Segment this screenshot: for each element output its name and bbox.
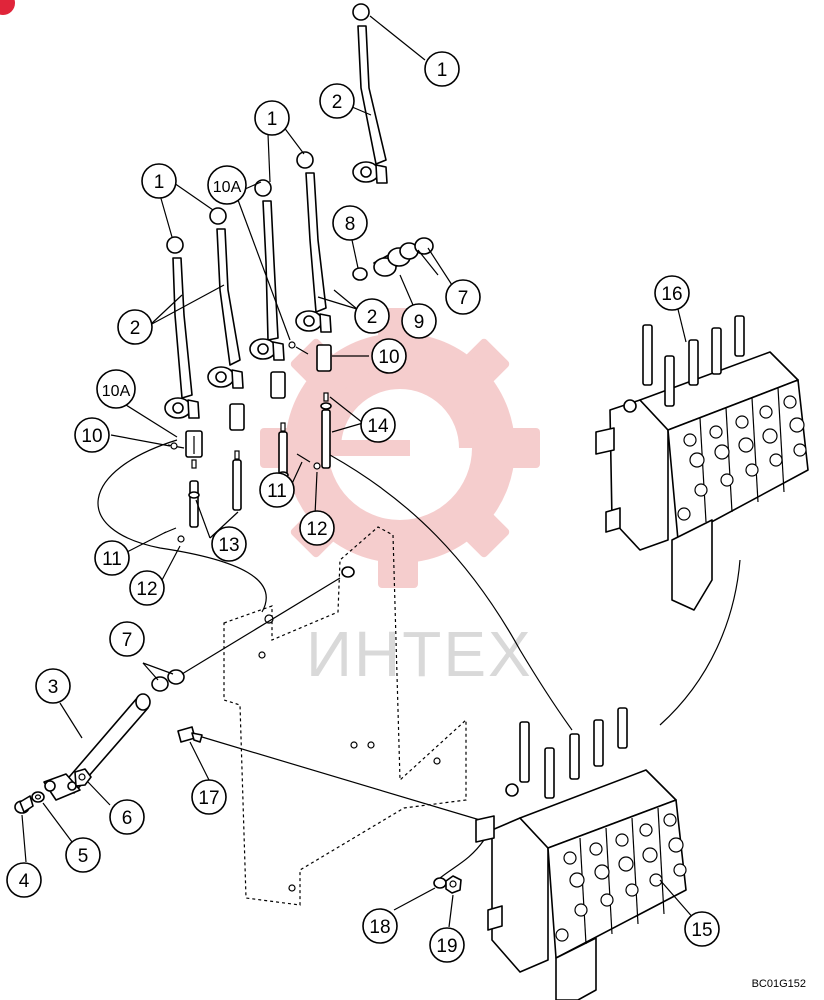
pivot-bushing xyxy=(373,247,411,277)
pivot-shaft xyxy=(43,693,151,801)
svg-text:10A: 10A xyxy=(102,383,131,400)
callout-10a-top: 10A xyxy=(207,165,247,205)
bolt-4 xyxy=(14,795,34,814)
control-valve-15 xyxy=(475,707,687,1000)
callout-16: 16 xyxy=(654,275,690,311)
svg-text:11: 11 xyxy=(102,549,122,570)
callout-2b: 2 xyxy=(117,309,153,345)
svg-text:18: 18 xyxy=(369,917,390,938)
callout-15: 15 xyxy=(684,911,720,947)
drawing-code: BC01G152 xyxy=(752,978,806,990)
svg-text:7: 7 xyxy=(458,288,469,309)
watermark-text: ИНТЕХ xyxy=(306,618,533,690)
svg-text:12: 12 xyxy=(306,519,327,540)
callout-10-left: 10 xyxy=(74,417,110,453)
callout-2a: 2 xyxy=(319,83,355,119)
callout-1a: 1 xyxy=(424,51,460,87)
callout-4: 4 xyxy=(6,862,42,898)
svg-text:2: 2 xyxy=(130,318,141,339)
callout-7a: 7 xyxy=(445,279,481,315)
svg-text:4: 4 xyxy=(19,871,30,892)
callout-1b: 1 xyxy=(254,100,290,136)
svg-text:9: 9 xyxy=(414,312,425,333)
callout-10-right: 10 xyxy=(371,338,407,374)
callout-19: 19 xyxy=(429,927,465,963)
callout-18: 18 xyxy=(362,908,398,944)
routing-line-left xyxy=(97,439,267,613)
svg-text:10: 10 xyxy=(378,347,399,368)
svg-text:19: 19 xyxy=(436,936,457,957)
washer-18 xyxy=(433,877,447,889)
svg-text:1: 1 xyxy=(437,60,448,81)
washer-7c xyxy=(151,676,169,692)
callout-11b: 11 xyxy=(94,540,130,576)
callout-12a: 12 xyxy=(299,510,335,546)
svg-text:15: 15 xyxy=(691,920,712,941)
nut-6 xyxy=(74,768,92,787)
callout-5: 5 xyxy=(65,837,101,873)
watermark-gear-icon xyxy=(260,308,540,588)
svg-text:7: 7 xyxy=(122,630,133,651)
nut-19 xyxy=(445,875,462,894)
shaft-axis xyxy=(181,577,341,675)
control-lever-4 xyxy=(295,151,332,333)
callout-9: 9 xyxy=(401,303,437,339)
washer-8 xyxy=(352,267,368,281)
svg-text:10A: 10A xyxy=(213,179,242,196)
svg-text:2: 2 xyxy=(332,92,343,113)
washer-5-inner xyxy=(34,794,42,800)
clevis-group-left xyxy=(163,403,245,543)
svg-text:1: 1 xyxy=(267,109,278,130)
callout-17: 17 xyxy=(191,779,227,815)
callout-6: 6 xyxy=(109,799,145,835)
svg-text:6: 6 xyxy=(122,808,133,829)
svg-text:16: 16 xyxy=(661,284,682,305)
callout-13: 13 xyxy=(211,526,247,562)
callout-10a-left: 10A xyxy=(96,369,136,409)
washer-7d xyxy=(167,669,185,685)
control-lever-top xyxy=(352,3,388,184)
svg-text:13: 13 xyxy=(218,535,239,556)
callout-12b: 12 xyxy=(129,570,165,606)
svg-text:1: 1 xyxy=(154,172,165,193)
callout-7b: 7 xyxy=(109,621,145,657)
svg-text:8: 8 xyxy=(345,214,356,235)
svg-text:17: 17 xyxy=(198,788,219,809)
routing-line-right xyxy=(659,559,741,726)
callout-11a: 11 xyxy=(259,472,295,508)
control-valve-16 xyxy=(595,315,809,611)
svg-text:14: 14 xyxy=(367,416,389,437)
control-lever-2 xyxy=(207,207,244,389)
svg-text:5: 5 xyxy=(78,846,89,867)
callout-8: 8 xyxy=(332,205,368,241)
svg-text:3: 3 xyxy=(48,677,59,698)
svg-text:10: 10 xyxy=(81,426,102,447)
bolt-17 xyxy=(177,726,203,743)
control-lever-3 xyxy=(249,179,285,361)
mounting-plate xyxy=(223,526,467,906)
corner-badge xyxy=(0,0,15,15)
svg-text:2: 2 xyxy=(367,307,378,328)
routing-line-center xyxy=(329,454,573,731)
callout-2c: 2 xyxy=(354,298,390,334)
shaft-end-washer xyxy=(341,566,355,578)
callout-1c: 1 xyxy=(141,163,177,199)
routing-line-bottom xyxy=(439,839,485,879)
bolt-17-axis xyxy=(201,736,481,821)
callout-3: 3 xyxy=(35,668,71,704)
svg-text:12: 12 xyxy=(136,579,157,600)
washer-7b xyxy=(414,237,434,255)
callout-14: 14 xyxy=(360,407,396,443)
control-lever-1 xyxy=(164,236,200,419)
svg-text:11: 11 xyxy=(267,481,287,502)
